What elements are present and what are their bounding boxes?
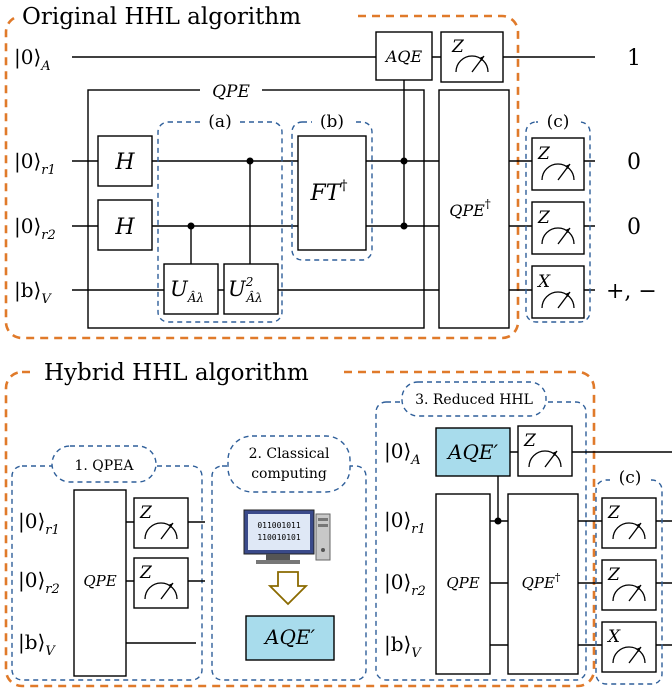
inverse-qpe-gate: [438, 89, 510, 329]
qubit-label-a: |0⟩A: [14, 45, 51, 74]
reduced-measure-basis-a: Z: [523, 431, 537, 451]
classical-label-line1: 2. Classical: [249, 446, 330, 462]
reduced-qubit-b: |b⟩V: [384, 632, 422, 661]
reduced-label-bubble: [401, 381, 547, 417]
qpea-measure-basis-r2: Z: [139, 563, 153, 583]
qpe-label: QPE: [212, 82, 250, 102]
reduced-label: 3. Reduced HHL: [415, 392, 533, 408]
outcome-r1: 0: [627, 150, 641, 175]
computer-icon: [243, 509, 331, 564]
reduced-qubit-a: |0⟩A: [384, 439, 421, 468]
original-hhl-panel: Original HHL algorithm |0⟩A |0⟩r1 |0⟩r2 …: [4, 2, 657, 340]
unitary-label-1: UÂλ: [170, 277, 204, 305]
hybrid-hhl-title: Hybrid HHL algorithm: [44, 360, 309, 386]
reduced-aqe-control-dot: [494, 517, 502, 525]
measure-basis-r1: Z: [537, 144, 551, 164]
aqe-control-dot-r1: [400, 157, 408, 165]
measure-basis-r2: Z: [537, 208, 551, 228]
qpea-qubit-r1: |0⟩r1: [18, 509, 60, 538]
qubit-label-r1: |0⟩r1: [14, 149, 56, 178]
classical-aqe-box: [245, 615, 335, 661]
reduced-region-c-label: (c): [619, 468, 642, 488]
qpea-measure-basis-r1: Z: [139, 503, 153, 523]
aqe-control-dot-r2: [400, 222, 408, 230]
hadamard-label-r2: H: [114, 215, 135, 240]
control-dot-u1: [187, 222, 195, 230]
down-arrow-icon: [267, 571, 309, 606]
screen-line-2: 110010101: [257, 533, 301, 542]
inverse-fourier-gate: [297, 135, 367, 251]
reduced-qubit-r1: |0⟩r1: [384, 508, 426, 537]
hadamard-gate-r1: [97, 135, 153, 187]
outcome-r2: 0: [627, 215, 641, 240]
outcome-a: 1: [627, 46, 641, 71]
qpea-label-bubble: [51, 445, 157, 483]
qpea-qpe-label: QPE: [83, 572, 116, 590]
hadamard-label-r1: H: [114, 150, 135, 175]
unitary-gate-1: [163, 263, 219, 315]
reduced-measure-basis-r1: Z: [607, 503, 621, 523]
classical-label-line2: computing: [251, 466, 327, 482]
qubit-label-r2: |0⟩r2: [14, 214, 56, 243]
aqe-gate: [375, 31, 433, 81]
region-b-label: (b): [320, 112, 344, 132]
inverse-fourier-label: FT†: [310, 178, 348, 206]
measure-box-a: [440, 31, 504, 83]
hadamard-gate-r2: [97, 199, 153, 251]
screen-line-1: 011001011: [257, 521, 301, 530]
aqe-label: AQE: [384, 47, 423, 66]
qpea-qubit-r2: |0⟩r2: [18, 568, 60, 597]
reduced-qubit-r2: |0⟩r2: [384, 570, 426, 599]
hybrid-hhl-panel: Hybrid HHL algorithm 1. QPEA |0⟩r1 |0⟩r2…: [4, 356, 672, 688]
reduced-measure-basis-r2: Z: [607, 565, 621, 585]
reduced-measure-box-b: [601, 621, 657, 673]
region-a: [157, 121, 283, 323]
qubit-label-b: |b⟩V: [14, 278, 52, 307]
classical-aqe-label: AQE′: [263, 625, 315, 649]
qpea-qpe-gate: [73, 489, 127, 677]
unitary-gate-2: [223, 263, 279, 315]
reduced-measure-basis-b: X: [606, 627, 621, 647]
outcome-b: +, −: [606, 279, 657, 304]
reduced-inverse-qpe-label: QPE†: [522, 571, 561, 592]
original-hhl-title: Original HHL algorithm: [22, 4, 301, 30]
reduced-inverse-qpe-gate: [507, 493, 579, 675]
inverse-qpe-label: QPE†: [449, 197, 491, 220]
reduced-aqe-label: AQE′: [446, 440, 498, 464]
measure-box-r1: [531, 137, 585, 191]
measure-basis-b: X: [536, 272, 551, 292]
measure-basis-a: Z: [451, 37, 465, 57]
region-a-label: (a): [208, 112, 231, 132]
reduced-qpe-label: QPE: [446, 574, 479, 592]
qpea-qubit-b: |b⟩V: [18, 630, 56, 659]
reduced-qpe-gate: [435, 493, 491, 675]
hybrid-hhl-frame: [4, 370, 596, 688]
reduced-aqe-box: [435, 427, 511, 477]
qpea-label: 1. QPEA: [74, 458, 134, 474]
classical-label-bubble: [227, 435, 351, 493]
region-c-label: (c): [547, 112, 570, 132]
control-dot-u2: [246, 157, 254, 165]
